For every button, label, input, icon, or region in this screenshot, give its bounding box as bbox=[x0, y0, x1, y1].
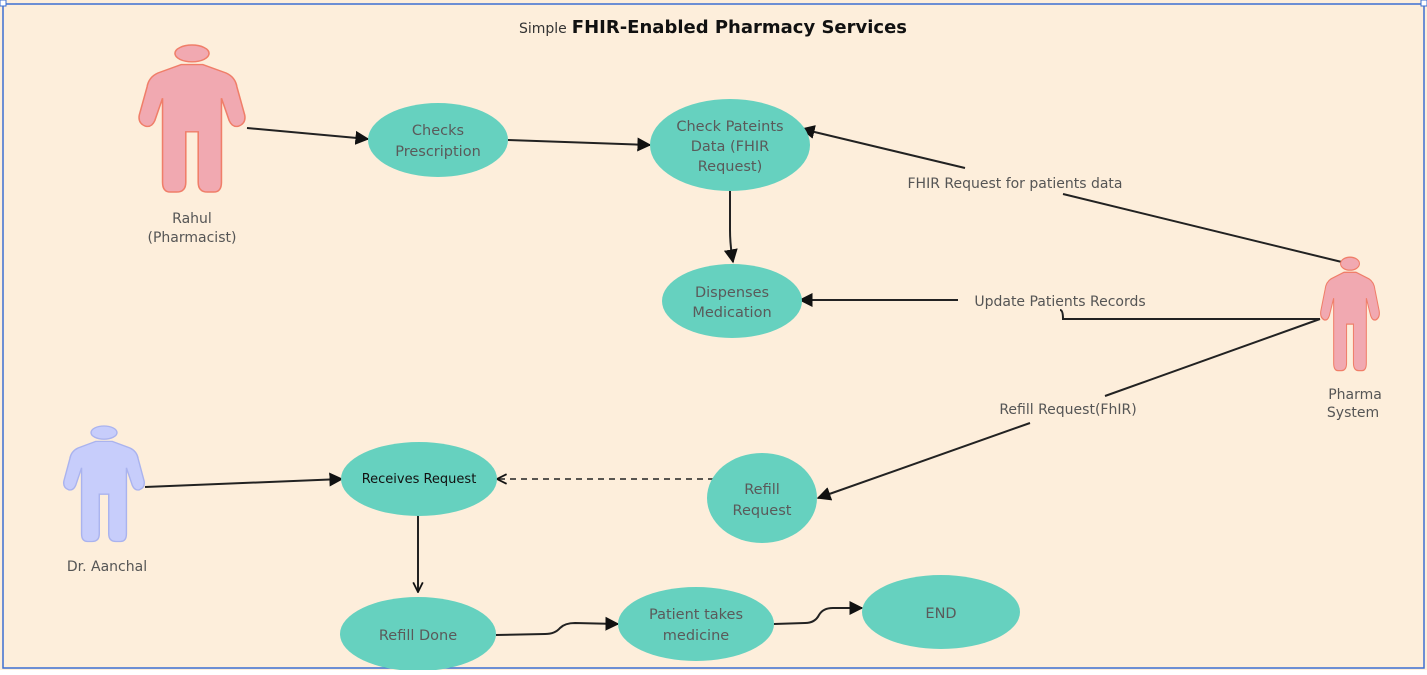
edge-rahul-to-checks[interactable] bbox=[246, 127, 370, 145]
edge-patients-to-dispenses[interactable] bbox=[723, 191, 738, 264]
node-refill-request[interactable]: Refill Request bbox=[707, 453, 817, 543]
edge-label-refill-fhir: Refill Request(FhIR) bbox=[999, 402, 1136, 418]
edge-checks-to-patients[interactable] bbox=[507, 137, 652, 152]
node-check-patients-data[interactable]: Check Pateints Data (FHIR Request) bbox=[650, 99, 810, 191]
edge-pharma-to-patients[interactable] bbox=[802, 129, 1351, 265]
node-receives-line1: Receives Request bbox=[362, 472, 477, 487]
node-refill-request-line1: Refill bbox=[744, 482, 780, 498]
resize-handle-top-left[interactable] bbox=[0, 0, 7, 7]
node-check-patients-line1: Check Pateints bbox=[676, 119, 783, 135]
edge-pharma-to-refill[interactable] bbox=[818, 318, 1321, 498]
node-checks-prescription-line1: Checks bbox=[412, 123, 464, 139]
resize-handle-top-right[interactable] bbox=[1420, 0, 1427, 7]
actor-rahul-name: Rahul bbox=[172, 211, 212, 227]
actor-dr-aanchal[interactable]: Dr. Aanchal bbox=[62, 425, 147, 575]
actor-aanchal-name: Dr. Aanchal bbox=[67, 559, 147, 575]
node-end-line1: END bbox=[925, 606, 956, 622]
node-patient-takes-medicine[interactable]: Patient takes medicine bbox=[618, 587, 774, 661]
actor-pharma-line1: Pharma bbox=[1328, 387, 1382, 403]
edge-pharma-to-dispenses[interactable] bbox=[800, 300, 1320, 320]
node-check-patients-line3: Request) bbox=[698, 159, 763, 175]
actor-pharma-system[interactable]: Pharma System bbox=[1319, 256, 1382, 421]
edge-label-update-records: Update Patients Records bbox=[974, 294, 1145, 310]
node-dispenses-medication[interactable]: Dispenses Medication bbox=[662, 264, 802, 338]
node-dispenses-line1: Dispenses bbox=[695, 285, 769, 301]
edge-patient-to-end[interactable] bbox=[773, 601, 864, 625]
node-checks-prescription[interactable]: Checks Prescription bbox=[368, 103, 508, 177]
node-refill-done-line1: Refill Done bbox=[379, 628, 457, 644]
actor-rahul[interactable]: Rahul (Pharmacist) bbox=[138, 44, 246, 246]
node-refill-request-line2: Request bbox=[733, 503, 792, 519]
selection-frame bbox=[2, 3, 1425, 669]
node-check-patients-line2: Data (FHIR bbox=[691, 139, 769, 155]
node-end[interactable]: END bbox=[862, 575, 1020, 649]
edge-label-fhir-request: FHIR Request for patients data bbox=[907, 176, 1122, 192]
actor-pharma-line2: System bbox=[1327, 405, 1379, 421]
node-patient-takes-line1: Patient takes bbox=[649, 607, 743, 623]
edge-aanchal-to-receives[interactable] bbox=[144, 472, 344, 488]
node-dispenses-line2: Medication bbox=[692, 305, 771, 321]
node-checks-prescription-line2: Prescription bbox=[395, 144, 481, 160]
actor-rahul-role: (Pharmacist) bbox=[148, 230, 237, 246]
node-receives-request[interactable]: Receives Request bbox=[341, 442, 497, 516]
node-refill-done[interactable]: Refill Done bbox=[340, 597, 496, 671]
edge-done-to-patient[interactable] bbox=[495, 616, 620, 636]
node-patient-takes-line2: medicine bbox=[663, 628, 729, 644]
